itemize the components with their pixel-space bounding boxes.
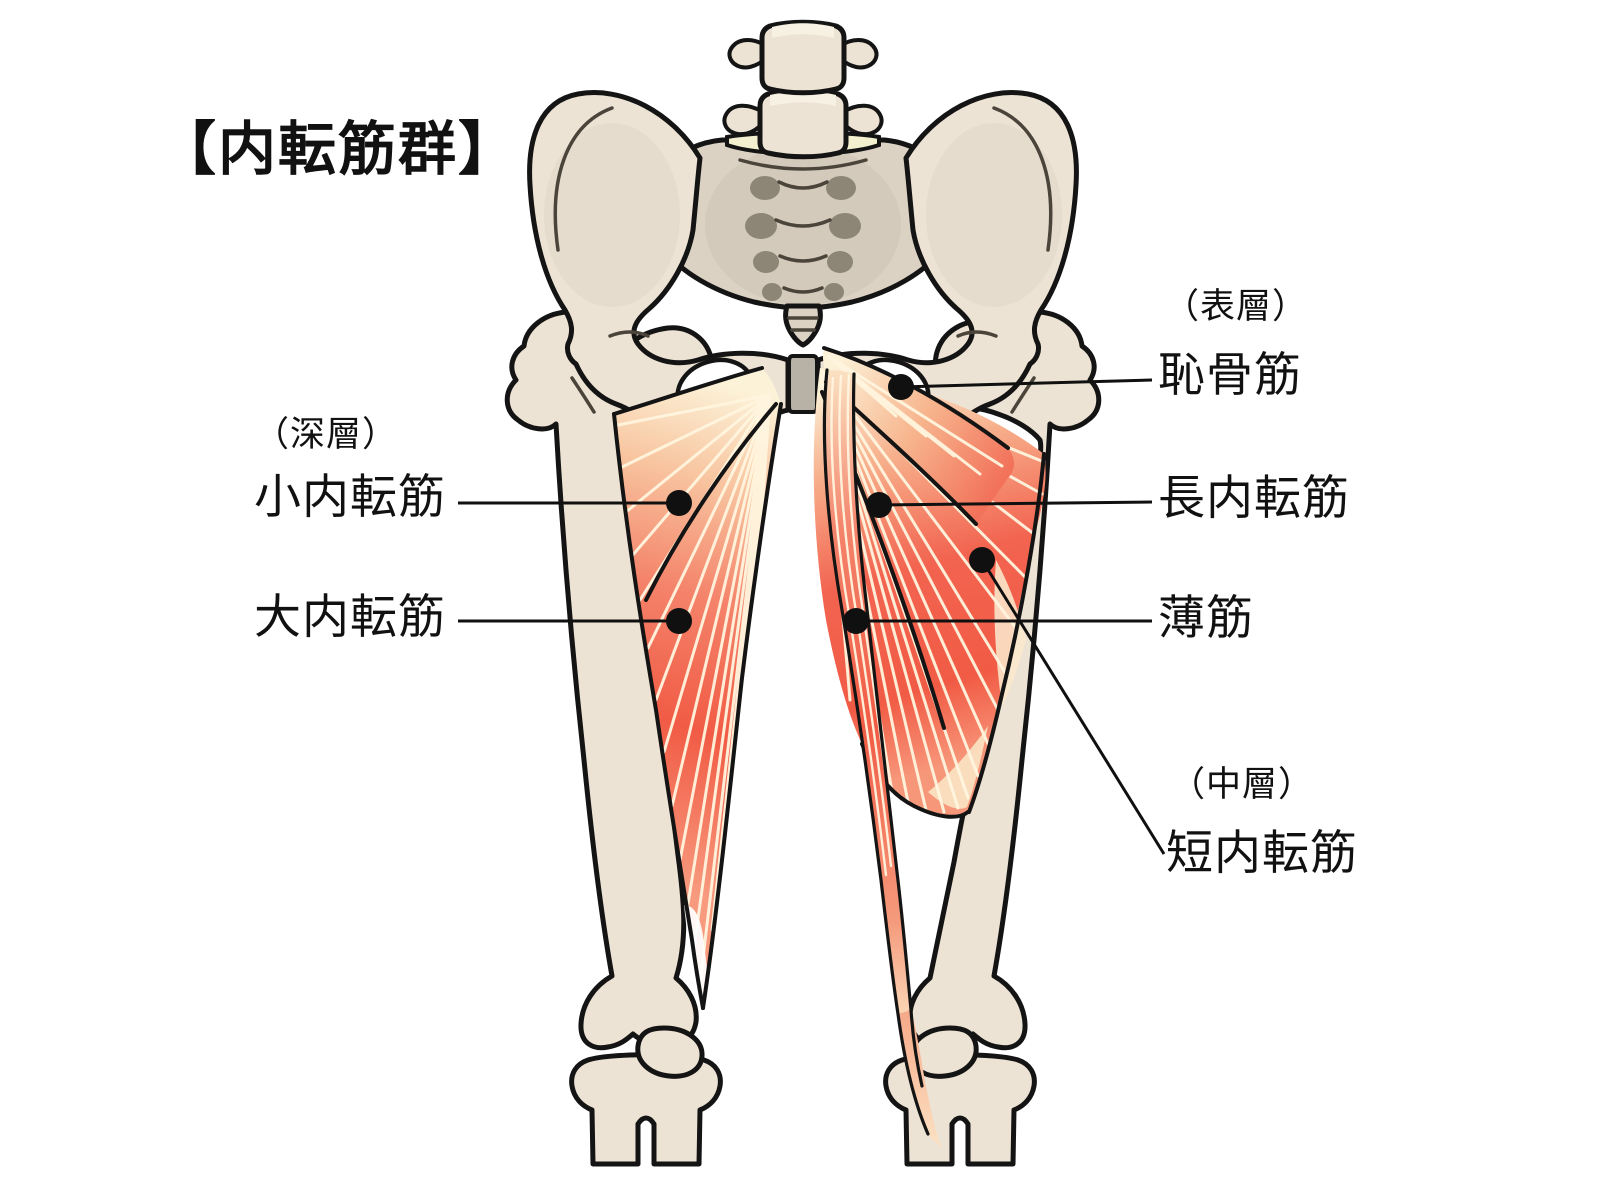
leader-adductor-brevis — [980, 559, 1166, 855]
vertebra-l4 — [759, 19, 847, 96]
vertebra-l5 — [757, 87, 849, 160]
label-superficial-layer: （表層） — [1164, 287, 1309, 326]
leader-adductor-longus — [878, 500, 1153, 507]
label-deep-layer: （深層） — [254, 415, 399, 454]
left-knee — [569, 1025, 723, 1167]
marker-dots — [666, 374, 995, 634]
left-adductor-muscles — [612, 366, 783, 1028]
leader-lines — [458, 378, 1166, 855]
marker-pectineus — [888, 374, 914, 400]
coccyx — [783, 303, 823, 348]
label-adductor-brevis: 短内転筋 — [1166, 826, 1358, 879]
marker-adductor-brevis — [969, 547, 995, 573]
right-adductor-muscles — [813, 346, 1046, 1148]
left-patella — [635, 1025, 705, 1079]
marker-adductor-minimus — [666, 490, 692, 516]
lumbar-spine — [722, 19, 884, 171]
figure-title: 【内転筋群】 — [158, 117, 519, 182]
marker-adductor-magnus — [666, 608, 692, 634]
label-pectineus: 恥骨筋 — [1158, 348, 1302, 401]
marker-adductor-longus — [866, 492, 892, 518]
leader-pectineus — [900, 378, 1153, 389]
label-gracilis: 薄筋 — [1158, 591, 1254, 644]
pubic-symphysis — [787, 354, 819, 414]
label-middle-layer: （中層） — [1170, 765, 1315, 804]
marker-gracilis — [843, 608, 869, 634]
label-adductor-magnus: 大内転筋 — [254, 590, 446, 643]
label-adductor-longus: 長内転筋 — [1158, 471, 1350, 524]
label-adductor-minimus: 小内転筋 — [254, 470, 446, 523]
